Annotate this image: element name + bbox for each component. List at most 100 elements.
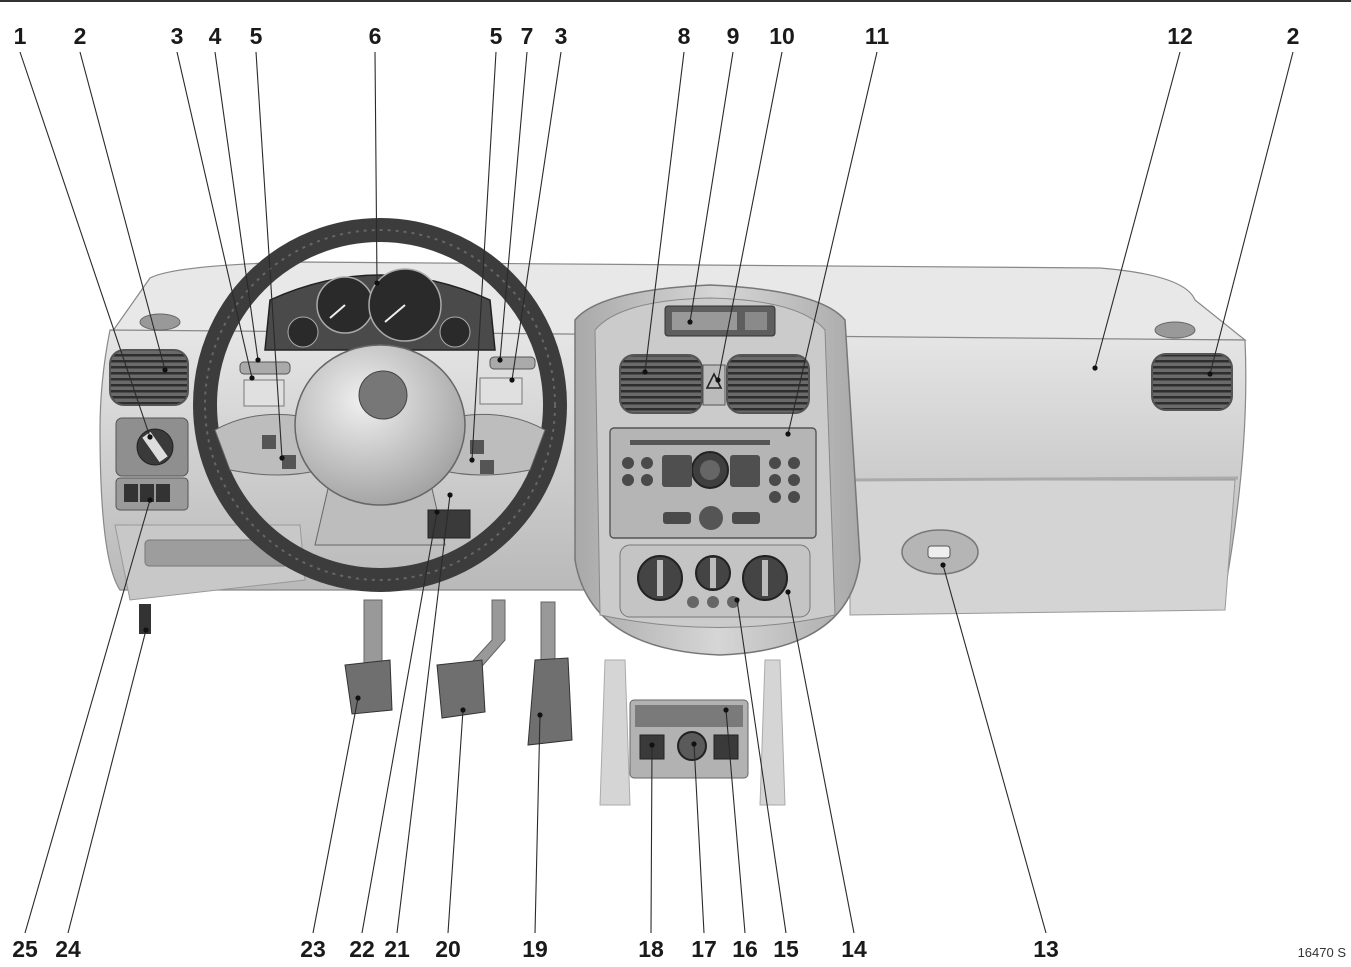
callout-leader-line xyxy=(471,51,497,461)
callout-target-dot xyxy=(469,457,475,463)
accelerator-pedal xyxy=(527,657,573,746)
callout-bottom-14: 14 xyxy=(841,936,867,962)
callout-target-dot xyxy=(649,742,655,748)
callout-target-dot xyxy=(447,492,453,498)
steering-column xyxy=(427,509,471,539)
callout-target-dot xyxy=(642,369,648,375)
callout-target-dot xyxy=(785,589,791,595)
callout-target-dot xyxy=(723,707,729,713)
callout-bottom-13: 13 xyxy=(1033,936,1059,962)
left-air-vent xyxy=(109,349,189,406)
callout-leader-line xyxy=(717,51,783,381)
callout-leader-line xyxy=(534,714,541,934)
callout-target-dot xyxy=(249,375,255,381)
callout-top-13: 11 xyxy=(865,23,890,49)
callout-target-dot xyxy=(255,357,261,363)
callout-target-dot xyxy=(355,695,361,701)
callout-leader-line xyxy=(396,494,451,934)
top-callout-labels: 1 2 3 4 5 6 5 7 3 8 9 10 11 12 2 xyxy=(14,23,1300,49)
callout-target-dot xyxy=(715,377,721,383)
callout-leader-line xyxy=(689,51,734,323)
bonnet-release-lever xyxy=(139,604,151,634)
callout-leader-line xyxy=(361,511,438,934)
callout-leaders xyxy=(19,51,1294,934)
callout-leader-line xyxy=(447,709,464,934)
callout-target-dot xyxy=(162,367,168,373)
callout-target-dot xyxy=(497,357,503,363)
callout-target-dot xyxy=(1207,371,1213,377)
callout-top-12: 10 xyxy=(769,23,795,49)
callout-leader-line xyxy=(176,51,253,379)
callout-target-dot xyxy=(279,455,285,461)
callout-leader-line xyxy=(24,499,151,934)
right-stalk xyxy=(489,356,536,370)
callout-bottom-16: 16 xyxy=(732,936,758,962)
bottom-callout-labels: 25 24 23 22 21 20 19 18 17 16 15 14 13 xyxy=(12,936,1059,962)
callout-bottom-18: 18 xyxy=(638,936,664,962)
brake-pedal xyxy=(436,659,486,719)
callout-top-9: 3 xyxy=(555,23,568,49)
brand-emblem xyxy=(358,370,408,420)
center-vent-left xyxy=(619,354,703,414)
callout-leader-line xyxy=(374,51,378,284)
callout-top-15: 2 xyxy=(1287,23,1300,49)
fuel-gauge xyxy=(287,316,319,348)
callout-top-1: 1 xyxy=(14,23,27,49)
callout-top-10: 8 xyxy=(678,23,691,49)
callout-bottom-23: 23 xyxy=(300,936,326,962)
clutch-pedal xyxy=(344,659,393,715)
callout-bottom-25: 25 xyxy=(12,936,38,962)
callout-top-5: 5 xyxy=(250,23,263,49)
callout-top-6: 6 xyxy=(369,23,382,49)
callout-leader-line xyxy=(19,51,151,438)
callout-target-dot xyxy=(687,319,693,325)
callout-leader-line xyxy=(725,709,746,934)
temp-gauge xyxy=(439,316,471,348)
callout-leader-line xyxy=(693,743,705,934)
callout-leader-line xyxy=(1209,51,1294,375)
right-air-vent xyxy=(1151,353,1233,411)
callout-leader-line xyxy=(312,697,359,934)
callout-target-dot xyxy=(940,562,946,568)
callout-dots xyxy=(143,280,1213,748)
callout-leader-line xyxy=(214,51,259,361)
accelerator-arm xyxy=(540,601,556,663)
callout-target-dot xyxy=(785,431,791,437)
right-speaker xyxy=(1154,321,1196,339)
callout-top-3: 3 xyxy=(171,23,184,49)
cigarette-lighter xyxy=(677,731,707,761)
switch-right xyxy=(713,734,739,760)
callout-leader-line xyxy=(650,744,653,934)
callout-target-dot xyxy=(1092,365,1098,371)
callout-bottom-20: 20 xyxy=(435,936,461,962)
left-stalk xyxy=(239,361,291,375)
callout-leader-line xyxy=(787,51,878,435)
callout-top-2: 2 xyxy=(74,23,87,49)
callout-bottom-15: 15 xyxy=(773,936,799,962)
callout-target-dot xyxy=(374,280,380,286)
callout-leader-line xyxy=(942,564,1047,934)
callout-target-dot xyxy=(509,377,515,383)
callout-top-7: 5 xyxy=(490,23,503,49)
steering-wheel xyxy=(193,218,567,592)
callout-target-dot xyxy=(537,712,543,718)
callout-bottom-24: 24 xyxy=(55,936,81,962)
callout-target-dot xyxy=(734,597,740,603)
callout-target-dot xyxy=(460,707,466,713)
callout-leader-line xyxy=(511,51,562,381)
callout-top-11: 9 xyxy=(727,23,740,49)
callout-leader-line xyxy=(787,591,855,934)
callout-top-8: 7 xyxy=(521,23,534,49)
callout-leader-line xyxy=(1094,51,1181,369)
callout-bottom-21: 21 xyxy=(384,936,410,962)
clutch-pedal-arm xyxy=(363,599,383,671)
callout-target-dot xyxy=(691,741,697,747)
callout-leader-line xyxy=(736,599,787,934)
callout-bottom-19: 19 xyxy=(522,936,548,962)
callout-target-dot xyxy=(147,497,153,503)
console-tunnel xyxy=(599,659,786,806)
dashboard-illustration xyxy=(99,218,1247,806)
callout-top-14: 12 xyxy=(1167,23,1193,49)
callout-leader-line xyxy=(79,51,166,371)
